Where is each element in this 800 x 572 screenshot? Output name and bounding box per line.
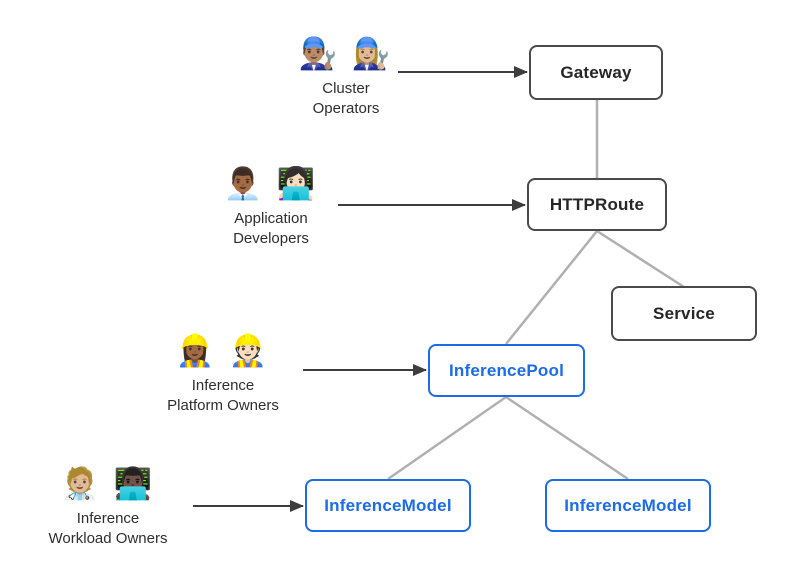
inference-workload-owners-emoji: 🧑🏼‍⚕️ 👨🏿‍💻 [60, 466, 156, 501]
node-inferencemodel-left: InferenceModel [305, 479, 471, 532]
node-service-label: Service [653, 303, 715, 323]
inference-workload-owners-label-line1: Inference [76, 510, 140, 527]
inference-platform-owners-label-line2: Platform Owners [167, 397, 279, 414]
node-inferencepool-label: InferencePool [448, 360, 565, 380]
persona-inference-platform-owners: 👷🏾‍♀️ 👷🏻 Inference Platform Owners [133, 331, 313, 416]
application-developers-label-line2: Developers [233, 230, 309, 247]
inference-platform-owners-emoji: 👷🏾‍♀️ 👷🏻 [175, 333, 271, 368]
cluster-operators-label-line2: Operators [312, 100, 380, 117]
persona-application-developers: 👨🏾‍💼 👩🏻‍💻 Application Developers [191, 164, 351, 249]
node-inferencepool: InferencePool [428, 344, 585, 397]
node-service: Service [611, 286, 757, 341]
node-httproute-label: HTTPRoute [549, 194, 645, 214]
persona-inference-workload-owners: 🧑🏼‍⚕️ 👨🏿‍💻 Inference Workload Owners [18, 464, 198, 549]
node-inferencemodel-right: InferenceModel [545, 479, 711, 532]
node-inferencemodel-right-label: InferenceModel [564, 495, 692, 515]
edge-httproute-inferencepool [505, 230, 598, 345]
inference-platform-owners-label-line1: Inference [191, 377, 255, 394]
application-developers-emoji: 👨🏾‍💼 👩🏻‍💻 [223, 166, 319, 201]
inference-workload-owners-label-line2: Workload Owners [48, 530, 168, 547]
edge-inferencepool-inferencemodel-left [387, 395, 507, 481]
node-gateway-label: Gateway [560, 62, 632, 82]
persona-cluster-operators: 👨🏽‍🔧 👩🏼‍🔧 Cluster Operators [266, 34, 426, 119]
cluster-operators-emoji: 👨🏽‍🔧 👩🏼‍🔧 [298, 36, 394, 71]
node-httproute: HTTPRoute [527, 178, 667, 231]
edge-inferencepool-inferencemodel-right [505, 395, 629, 481]
node-gateway: Gateway [529, 45, 663, 100]
edge-httproute-service [596, 229, 685, 289]
node-inferencemodel-left-label: InferenceModel [324, 495, 452, 515]
application-developers-label-line1: Application [234, 210, 308, 227]
cluster-operators-label-line1: Cluster [322, 80, 370, 97]
